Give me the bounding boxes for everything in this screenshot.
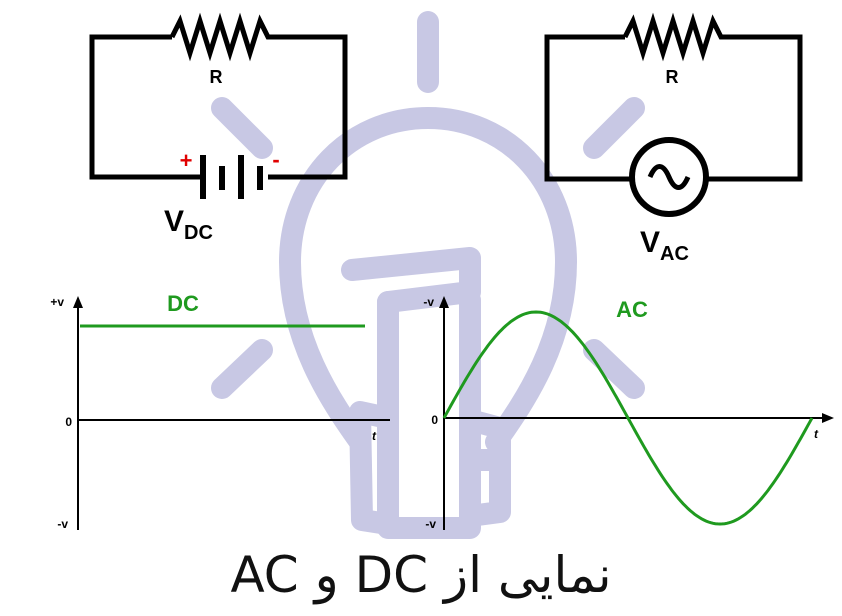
ac-graph: -v 0 -v t AC — [423, 295, 834, 531]
dc-resistor-label: R — [210, 67, 223, 87]
dc-source-label-main: V — [164, 205, 184, 238]
dc-minus-sign: - — [272, 147, 279, 172]
ac-source-label: VAC — [640, 226, 689, 265]
ac-wire-loop — [544, 34, 632, 182]
dc-wire-loop — [89, 34, 202, 180]
lightbulb-icon — [211, 11, 645, 539]
dc-tick-label-bottom: -v — [57, 517, 68, 531]
ac-resistor — [622, 12, 725, 62]
ac-circuit: R VAC — [544, 12, 803, 265]
dc-plus-sign: + — [180, 148, 193, 173]
ac-source-icon — [629, 137, 709, 217]
ac-graph-title: AC — [616, 297, 648, 322]
dc-source-label-sub: DC — [184, 222, 213, 244]
ac-wire-right — [708, 34, 803, 182]
dc-wire-right — [268, 34, 348, 180]
ac-source-label-main: V — [640, 226, 660, 259]
dc-tick-label-top: +v — [50, 295, 64, 309]
dc-graph: +v 0 -v t DC — [50, 291, 390, 531]
ac-series-line — [442, 310, 814, 526]
ac-tick-label-top: -v — [423, 295, 434, 309]
dc-graph-title: DC — [167, 291, 199, 316]
ac-resistor-label: R — [666, 67, 679, 87]
ac-source-label-sub: AC — [660, 243, 689, 265]
ac-tick-label-bottom: -v — [425, 517, 436, 531]
ac-tick-label-zero: 0 — [431, 413, 438, 427]
ac-x-axis-label: t — [814, 427, 819, 441]
dc-y-axis-arrow — [73, 296, 83, 308]
dc-x-axis-label: t — [372, 429, 377, 443]
dc-circuit: R + - VDC — [89, 12, 348, 244]
dc-tick-label-zero: 0 — [65, 415, 72, 429]
diagram-caption: نمایی از DC و AC — [230, 546, 612, 604]
ac-x-axis-arrow — [822, 413, 834, 423]
ac-y-axis-arrow — [439, 296, 449, 308]
battery-icon — [200, 155, 263, 199]
dc-source-label: VDC — [164, 205, 213, 244]
dc-resistor — [169, 12, 272, 62]
